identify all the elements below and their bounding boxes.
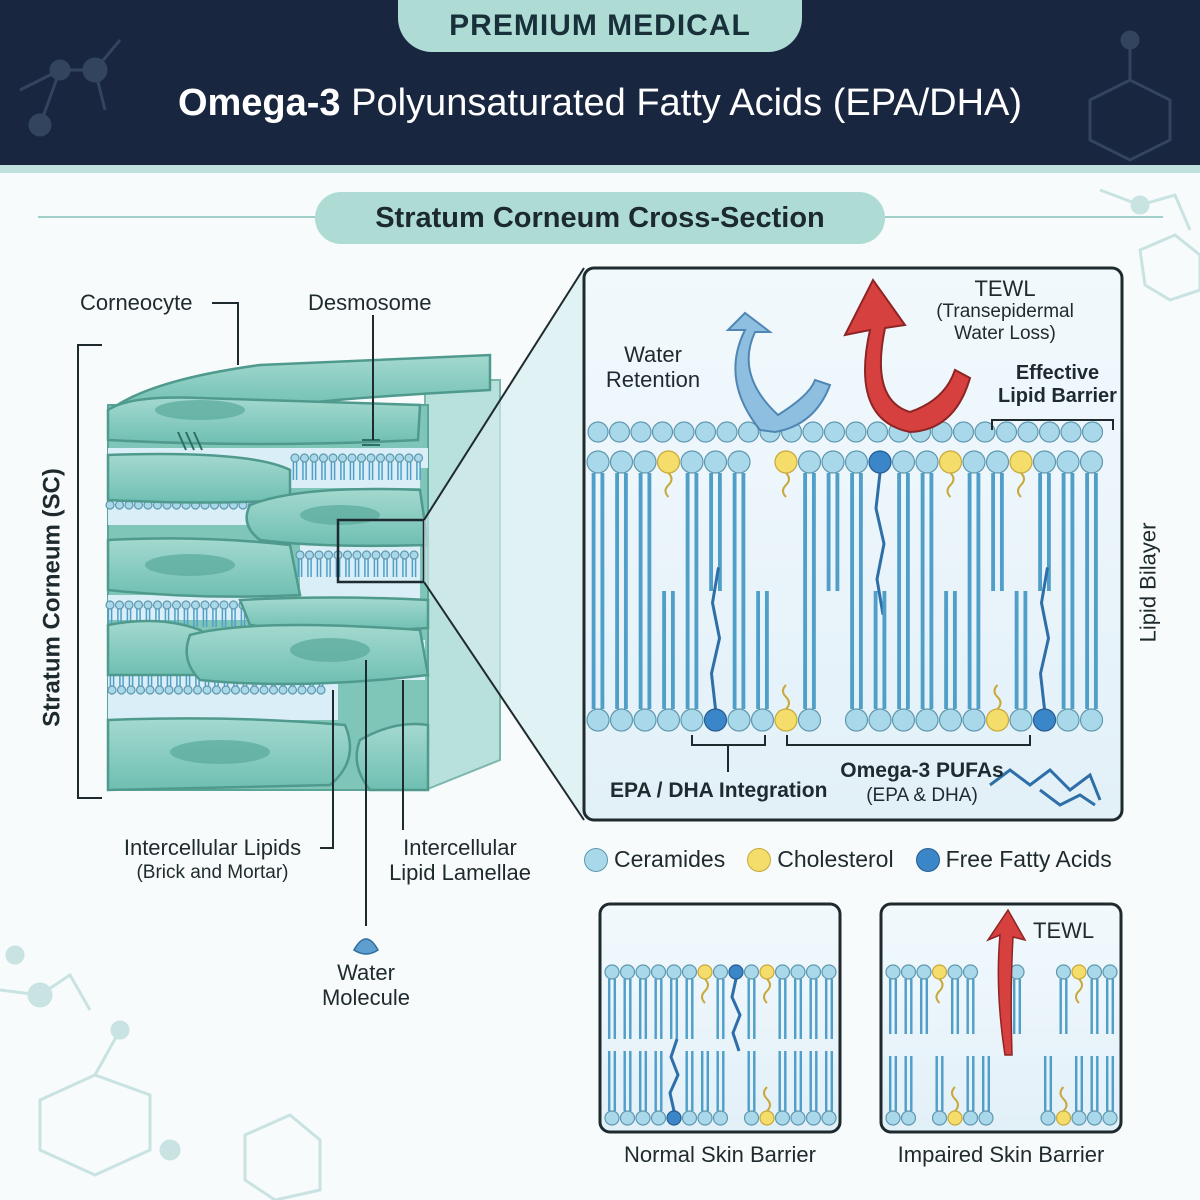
normal-barrier-panel bbox=[598, 902, 842, 1134]
water-line1: Water bbox=[337, 960, 395, 985]
impaired-tewl-label: TEWL bbox=[1033, 918, 1095, 943]
omega-pufas-text: Omega-3 PUFAs bbox=[840, 759, 1004, 782]
header-strip bbox=[0, 165, 1200, 173]
legend-cholesterol: Cholesterol bbox=[747, 846, 894, 873]
section-rule-right bbox=[885, 216, 1163, 218]
epa-dha-label: EPA / DHA Integration bbox=[610, 779, 828, 802]
impaired-tewl-arrow bbox=[986, 908, 1027, 1056]
corneocyte-nuclei bbox=[145, 400, 380, 764]
lipid-head-dots bbox=[105, 453, 424, 695]
lamellae-line2: Lipid Lamellae bbox=[389, 860, 531, 885]
omega-pufas-label: Omega-3 PUFAs (EPA & DHA) bbox=[838, 758, 1006, 808]
intercellular-lipids-label: Intercellular Lipids (Brick and Mortar) bbox=[105, 835, 320, 885]
effective-2: Lipid Barrier bbox=[998, 385, 1117, 407]
lamellae-line1: Intercellular bbox=[403, 835, 517, 860]
tewl-label: TEWL (Transepidermal Water Loss) bbox=[920, 276, 1090, 345]
molecule-decoration-right bbox=[1099, 188, 1200, 302]
omega-bracket bbox=[786, 735, 1031, 746]
water-line2: Molecule bbox=[321, 985, 411, 1010]
legend-ceramides-label: Ceramides bbox=[614, 846, 726, 872]
water-molecule-label: Water Molecule bbox=[306, 960, 426, 1010]
water-retention-1: Water bbox=[624, 342, 682, 367]
desmosome-marks bbox=[177, 431, 380, 451]
desmosome-label: Desmosome bbox=[308, 290, 432, 315]
legend: Ceramides Cholesterol Free Fatty Acids bbox=[584, 846, 1112, 873]
zoom-funnel bbox=[424, 268, 584, 820]
normal-barrier-label: Normal Skin Barrier bbox=[624, 1142, 816, 1167]
stratum-corneum-stack bbox=[105, 353, 501, 792]
legend-cholesterol-label: Cholesterol bbox=[777, 846, 894, 872]
corneocyte-label: Corneocyte bbox=[80, 290, 193, 315]
molecule-decoration-header bbox=[19, 30, 1172, 162]
corneocyte-9 bbox=[355, 722, 430, 792]
corneocyte-2 bbox=[106, 452, 292, 504]
legend-fatty-acids: Free Fatty Acids bbox=[915, 846, 1112, 873]
title-rest: Polyunsaturated Fatty Acids (EPA/DHA) bbox=[340, 82, 1023, 124]
zoom-line-top bbox=[423, 267, 585, 521]
effective-barrier-label: Effective Lipid Barrier bbox=[995, 362, 1120, 408]
tewl-full-1: (Transepidermal bbox=[936, 301, 1074, 322]
impaired-barrier-label: Impaired Skin Barrier bbox=[897, 1142, 1105, 1167]
cholesterol-swatch bbox=[747, 847, 772, 872]
title-bold: Omega-3 bbox=[177, 82, 341, 124]
effective-barrier-bracket bbox=[991, 419, 1114, 430]
legend-ceramides: Ceramides bbox=[584, 846, 725, 873]
normal-lipid-molecules bbox=[604, 964, 837, 1126]
water-molecule-icon bbox=[353, 938, 379, 955]
brick-mortar-text: (Brick and Mortar) bbox=[136, 862, 289, 883]
main-title: Omega-3 Polyunsaturated Fatty Acids (EPA… bbox=[0, 82, 1200, 125]
tewl-full-2: Water Loss) bbox=[954, 323, 1056, 344]
stratum-corneum-label: Stratum Corneum (SC) bbox=[38, 468, 66, 727]
legend-fatty-acids-label: Free Fatty Acids bbox=[945, 846, 1112, 872]
impaired-lipid-molecules bbox=[885, 964, 1118, 1126]
omega-sub-text: (EPA & DHA) bbox=[866, 785, 978, 806]
omega-structure-icon bbox=[989, 768, 1102, 801]
lipid-bilayer-label: Lipid Bilayer bbox=[1135, 522, 1161, 643]
effective-1: Effective bbox=[1015, 362, 1100, 384]
fatty-acid-swatch bbox=[915, 847, 940, 872]
zoom-line-bottom bbox=[423, 581, 585, 821]
section-title: Stratum Corneum Cross-Section bbox=[315, 192, 885, 244]
molecule-decoration-bottom-left bbox=[0, 945, 322, 1200]
zoomed-lipid-bilayer-panel bbox=[582, 266, 1124, 822]
left-pointer-lines bbox=[77, 302, 404, 926]
water-retention-2: Retention bbox=[605, 367, 701, 392]
impaired-barrier-panel bbox=[879, 902, 1123, 1134]
lamellae-label: Intercellular Lipid Lamellae bbox=[375, 835, 545, 885]
ceramide-swatch bbox=[584, 847, 608, 872]
section-rule-left bbox=[38, 216, 316, 218]
premium-badge: PREMIUM MEDICAL bbox=[398, 0, 802, 52]
water-retention-arrow bbox=[725, 311, 832, 434]
tewl-arrow bbox=[843, 278, 972, 434]
water-retention-label: Water Retention bbox=[598, 342, 708, 392]
intercellular-lipids-text: Intercellular Lipids bbox=[123, 835, 302, 860]
tewl-text: TEWL bbox=[974, 276, 1036, 301]
